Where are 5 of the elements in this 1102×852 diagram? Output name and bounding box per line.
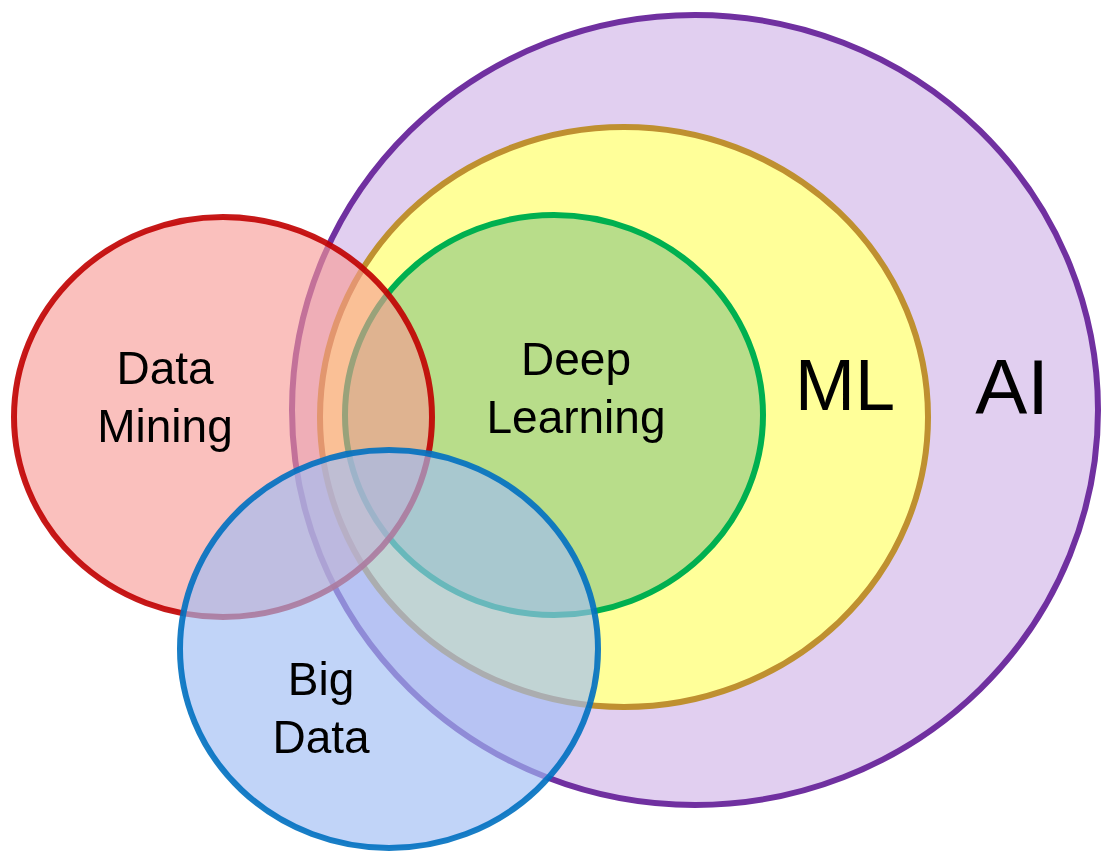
set-label: ML: [794, 344, 896, 427]
set-label: Big Data: [271, 651, 371, 764]
set-label: Deep Learning: [485, 331, 667, 445]
set-label: Data Mining: [96, 340, 234, 454]
set-label: AI: [974, 342, 1050, 434]
